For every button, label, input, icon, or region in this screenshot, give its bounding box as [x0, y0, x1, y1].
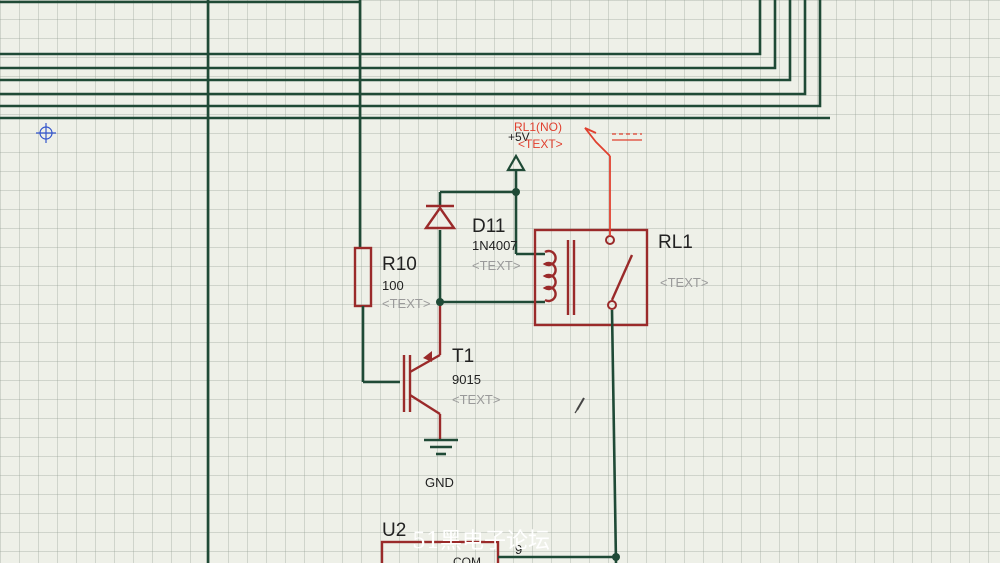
diode-text: <TEXT> — [472, 258, 520, 273]
transistor-ref: T1 — [452, 346, 474, 367]
watermark: 51黑电子论坛 — [412, 529, 550, 554]
resistor-value: 100 — [382, 278, 404, 293]
diode-ref: D11 — [472, 216, 505, 237]
power-5v-symbol[interactable] — [506, 153, 545, 256]
ic-ref: U2 — [382, 520, 406, 541]
transistor-t1[interactable] — [402, 302, 442, 440]
diode-d11[interactable] — [423, 188, 545, 306]
diode-value: 1N4007 — [472, 238, 518, 253]
pencil-cursor-icon — [574, 397, 585, 414]
relay-ref: RL1 — [658, 232, 693, 253]
bus-wires[interactable] — [0, 0, 830, 563]
origin-marker-icon — [36, 123, 56, 143]
ic-u2[interactable] — [380, 540, 620, 563]
resistor-text: <TEXT> — [382, 296, 430, 311]
relay-rl1[interactable] — [533, 228, 649, 563]
net-label-rl1-no[interactable] — [584, 127, 642, 236]
ic-pin-name: COM — [453, 555, 481, 563]
net-label-name: RL1(NO) — [514, 120, 562, 134]
transistor-value: 9015 — [452, 372, 481, 387]
ic-pin-number: 9 — [515, 542, 522, 557]
transistor-text: <TEXT> — [452, 392, 500, 407]
ground-label: GND — [425, 475, 454, 490]
resistor-ref: R10 — [382, 254, 417, 275]
resistor-r10[interactable] — [353, 246, 400, 384]
power-label: +5V — [508, 130, 530, 144]
net-label-text: <TEXT> — [518, 137, 563, 151]
relay-text: <TEXT> — [660, 275, 708, 290]
ground-symbol[interactable] — [424, 438, 458, 456]
